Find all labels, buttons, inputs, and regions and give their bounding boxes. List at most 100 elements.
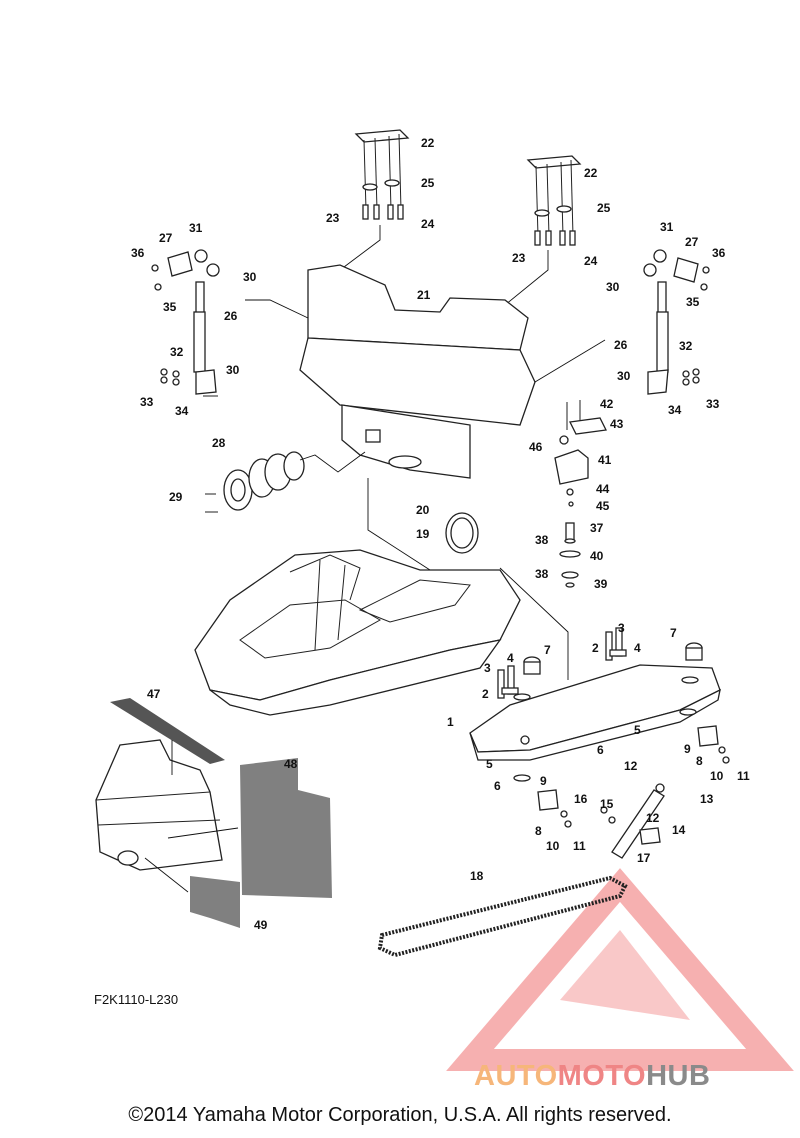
gas-strut-17 <box>600 783 665 859</box>
callout-33: 33 <box>706 397 720 411</box>
callout-26: 26 <box>614 338 628 352</box>
floor-mat-49 <box>190 876 240 928</box>
callout-19: 19 <box>416 527 430 541</box>
callout-30: 30 <box>226 363 240 377</box>
storage-tub <box>95 739 239 893</box>
floor-mat-48 <box>240 758 332 898</box>
callout-6: 6 <box>597 743 604 757</box>
callout-10: 10 <box>546 839 560 853</box>
top-fastener-set-right <box>504 155 582 306</box>
callout-7: 7 <box>670 626 677 640</box>
callout-26: 26 <box>224 309 238 323</box>
hinge-bracket-right <box>605 627 627 661</box>
callout-1: 1 <box>447 715 454 729</box>
callout-6: 6 <box>494 779 501 793</box>
callout-35: 35 <box>686 295 700 309</box>
brand-part-auto: AUTO <box>474 1060 558 1092</box>
inspection-gasket <box>445 512 479 554</box>
callout-38: 38 <box>535 567 549 581</box>
callout-4: 4 <box>634 641 641 655</box>
callout-37: 37 <box>590 521 604 535</box>
callout-32: 32 <box>679 339 693 353</box>
callout-44: 44 <box>596 482 610 496</box>
brand-part-hub: HUB <box>646 1060 711 1092</box>
hatch-seal <box>377 875 628 958</box>
callout-49: 49 <box>254 918 268 932</box>
callout-15: 15 <box>600 797 614 811</box>
drawing-code: F2K1110-L230 <box>94 992 179 1007</box>
callout-16: 16 <box>574 792 588 806</box>
gas-strut-assembly-left <box>151 249 220 397</box>
callout-9: 9 <box>540 774 547 788</box>
drain-cap-left <box>523 656 541 675</box>
callout-9: 9 <box>684 742 691 756</box>
callout-2: 2 <box>592 641 599 655</box>
callout-31: 31 <box>189 221 203 235</box>
callout-33: 33 <box>140 395 154 409</box>
callout-11: 11 <box>573 839 586 853</box>
callout-13: 13 <box>700 792 714 806</box>
callout-12: 12 <box>646 811 660 825</box>
callout-8: 8 <box>535 824 542 838</box>
callout-34: 34 <box>668 403 682 417</box>
callout-43: 43 <box>610 417 624 431</box>
boat-hull <box>194 478 521 716</box>
callout-34: 34 <box>175 404 189 418</box>
callout-23: 23 <box>326 211 340 225</box>
callout-17: 17 <box>637 851 651 865</box>
callout-46: 46 <box>529 440 543 454</box>
callout-32: 32 <box>170 345 184 359</box>
callout-42: 42 <box>600 397 614 411</box>
callout-30: 30 <box>617 369 631 383</box>
callout-7: 7 <box>544 643 551 657</box>
callout-24: 24 <box>421 217 435 231</box>
callout-47: 47 <box>147 687 161 701</box>
callout-21: 21 <box>417 288 431 302</box>
callout-35: 35 <box>163 300 177 314</box>
hinge-bracket-left <box>497 665 519 699</box>
callout-30: 30 <box>606 280 620 294</box>
callout-28: 28 <box>212 436 226 450</box>
callout-2: 2 <box>482 687 489 701</box>
callout-10: 10 <box>710 769 724 783</box>
callout-23: 23 <box>512 251 526 265</box>
callout-27: 27 <box>685 235 699 249</box>
callout-25: 25 <box>597 201 611 215</box>
callout-24: 24 <box>584 254 598 268</box>
floor-mat-strip <box>110 698 225 764</box>
deck-cover-panel <box>469 664 721 782</box>
callout-48: 48 <box>284 757 298 771</box>
hatch-latch-assembly <box>554 400 607 507</box>
callout-39: 39 <box>594 577 608 591</box>
callout-25: 25 <box>421 176 435 190</box>
callout-4: 4 <box>507 651 514 665</box>
latch-right <box>697 725 730 764</box>
callout-3: 3 <box>484 661 491 675</box>
top-fastener-set-left <box>339 129 410 271</box>
callout-5: 5 <box>486 757 493 771</box>
callout-41: 41 <box>598 453 612 467</box>
vent-ring-set <box>205 451 366 513</box>
copyright-notice: ©2014 Yamaha Motor Corporation, U.S.A. A… <box>128 1104 672 1126</box>
callout-29: 29 <box>169 490 183 504</box>
drain-cap-right <box>685 642 703 661</box>
callout-38: 38 <box>535 533 549 547</box>
callout-40: 40 <box>590 549 604 563</box>
watermark-brand: AUTOMOTOHUB <box>474 1060 710 1093</box>
callout-22: 22 <box>421 136 435 150</box>
callout-14: 14 <box>672 823 686 837</box>
callout-31: 31 <box>660 220 674 234</box>
callout-12: 12 <box>624 759 638 773</box>
brand-part-moto: MOTO <box>557 1060 647 1092</box>
callout-5: 5 <box>634 723 641 737</box>
callout-30: 30 <box>243 270 257 284</box>
latch-left <box>537 789 572 828</box>
callout-labels: 22 25 23 24 22 25 23 24 31 27 36 30 35 2… <box>131 136 750 932</box>
watermark-logo <box>446 868 794 1071</box>
callout-18: 18 <box>470 869 484 883</box>
engine-hatch <box>245 264 606 479</box>
callout-27: 27 <box>159 231 173 245</box>
callout-3: 3 <box>618 621 625 635</box>
callout-8: 8 <box>696 754 703 768</box>
